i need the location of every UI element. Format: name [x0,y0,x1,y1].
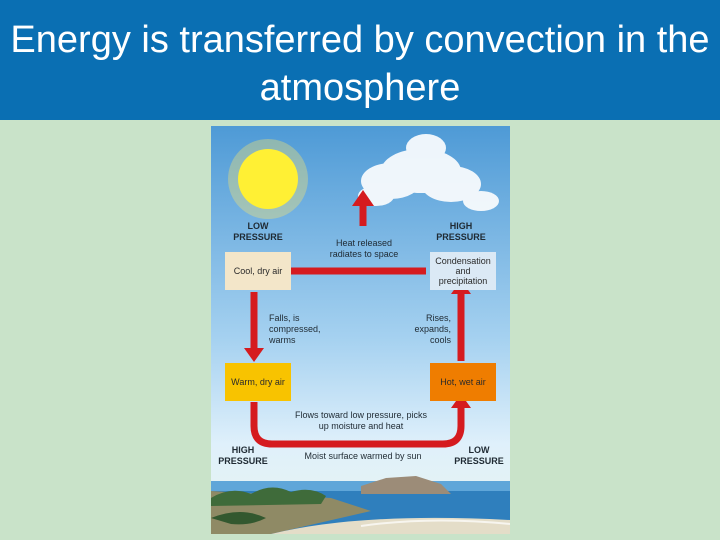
label-hot-wet-air: Hot, wet air [440,377,486,387]
label-low-pressure-bottom: LOW PRESSURE [454,445,504,466]
label-falls: Falls, is compressed, warms [269,313,321,345]
rocky-headland [361,476,451,494]
arrowhead-up-bottom [451,394,471,408]
label-warm-dry-air: Warm, dry air [231,377,285,387]
shrubs [211,487,326,506]
label-rises: Rises, expands, cools [414,313,451,345]
box-cool-dry-air: Cool, dry air [225,252,291,290]
box-hot-wet-air: Hot, wet air [430,363,496,401]
box-warm-dry-air: Warm, dry air [225,363,291,401]
label-moist-surface: Moist surface warmed by sun [304,451,422,461]
arrowhead-space [352,190,374,206]
title-bar: Energy is transferred by convection in t… [0,0,720,120]
sun-icon [238,149,298,209]
label-cool-dry-air: Cool, dry air [233,266,283,276]
label-high-pressure-bottom: HIGH PRESSURE [218,445,268,466]
diagram-graphics [211,134,510,534]
beach [271,517,510,534]
box-condensation: Condensation and precipitation [430,252,496,290]
label-low-pressure-top: LOW PRESSURE [233,221,283,242]
slide-title: Energy is transferred by convection in t… [10,19,710,109]
label-heat-released: Heat released radiates to space [329,238,399,259]
convection-diagram: LOW PRESSURE HIGH PRESSURE Heat released… [211,126,510,534]
surf-line [360,519,510,527]
label-flows: Flows toward low pressure, picks up mois… [294,410,428,431]
cloud-icon [358,134,499,211]
label-condensation: Condensation and precipitation [435,256,491,286]
label-high-pressure-top: HIGH PRESSURE [436,221,486,242]
arrow-bottom [250,402,465,448]
convection-loop [250,206,465,448]
arrowhead-down [244,348,264,362]
